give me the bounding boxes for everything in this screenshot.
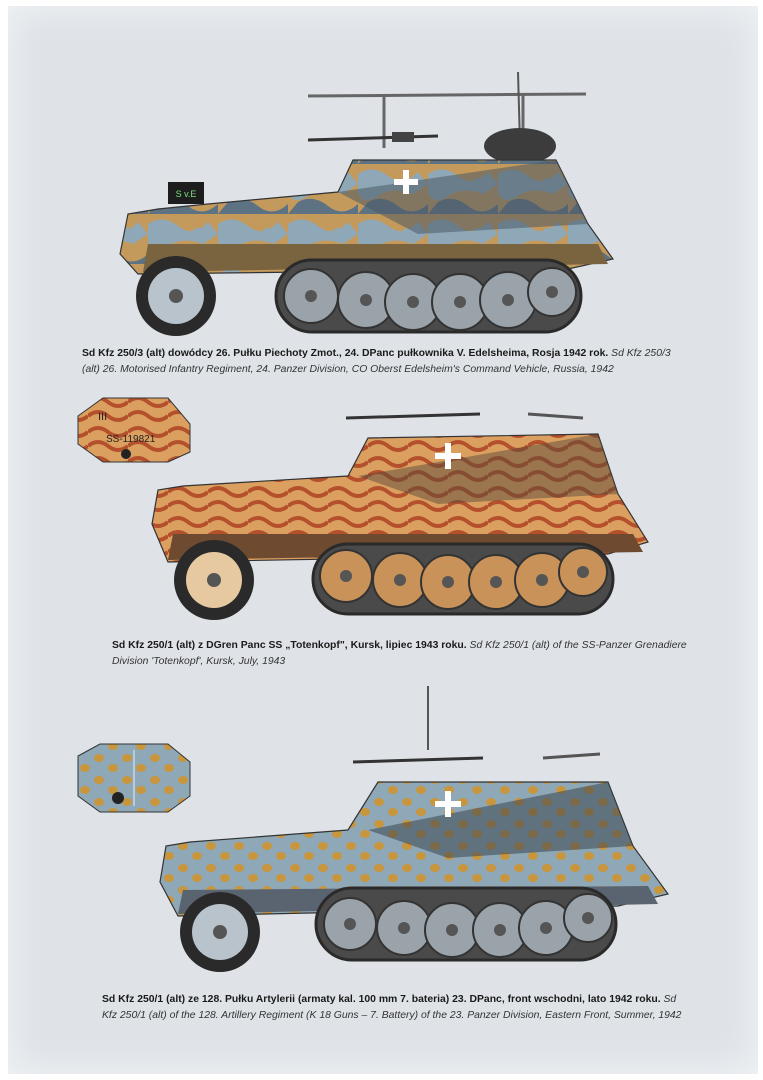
- caption-1-english: Sd Kfz 250/3 (alt) 26. Motorised Infantr…: [82, 348, 671, 375]
- halftrack-illustration: III SS-119821: [77, 397, 649, 620]
- halftrack-illustration: S v.E: [119, 71, 615, 336]
- caption-3-english: Sd Kfz 250/1 (alt) of the 128. Artillery…: [102, 994, 682, 1021]
- caption-3-polish: Sd Kfz 250/1 (alt) ze 128. Pułku Artyler…: [102, 994, 661, 1005]
- caption-3: Sd Kfz 250/1 (alt) ze 128. Pułku Artyler…: [102, 992, 692, 1023]
- caption-2: Sd Kfz 250/1 (alt) z DGren Panc SS „Tote…: [112, 638, 692, 669]
- plate-2: III SS-119821: [8, 394, 758, 694]
- caption-2-polish: Sd Kfz 250/1 (alt) z DGren Panc SS „Tote…: [112, 640, 467, 651]
- caption-1: Sd Kfz 250/3 (alt) dowódcy 26. Pułku Pie…: [82, 346, 672, 377]
- caption-2-english: Sd Kfz 250/1 (alt) of the SS-Panzer Gren…: [112, 640, 687, 667]
- inset-mark-2: SS-119821: [106, 434, 156, 445]
- vehicle-marking: S v.E: [176, 189, 197, 199]
- plate-1: S v.E Sd Kfz 250/3 (alt) dowódcy 26. Puł…: [8, 64, 758, 404]
- page: S v.E Sd Kfz 250/3 (alt) dowódcy 26. Puł…: [8, 6, 758, 1074]
- inset-mark-1: III: [98, 411, 107, 423]
- plate-3: Sd Kfz 250/1 (alt) ze 128. Pułku Artyler…: [8, 686, 758, 1074]
- halftrack-illustration: [77, 686, 670, 972]
- caption-1-polish: Sd Kfz 250/3 (alt) dowódcy 26. Pułku Pie…: [82, 348, 609, 359]
